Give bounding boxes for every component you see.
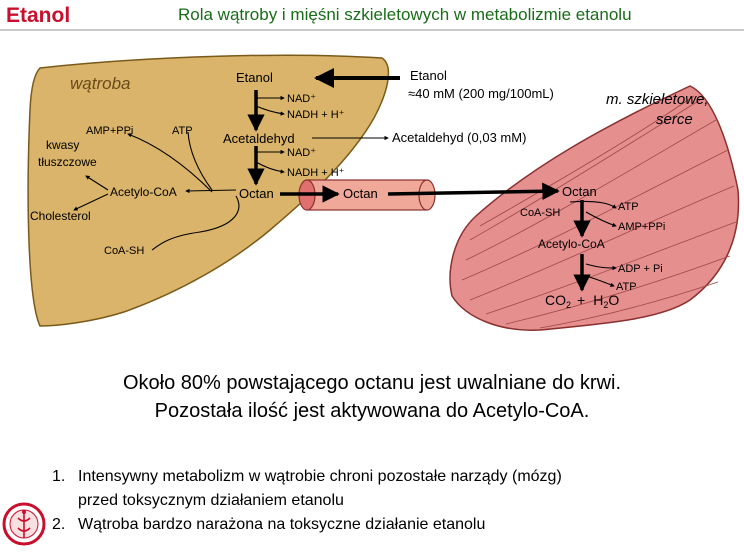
note-1-number: 1. [52, 468, 66, 485]
muscle-coa-sh: CoA-SH [520, 207, 560, 219]
muscle-shape [449, 85, 740, 331]
note-1-text: Intensywny metabolizm w wątrobie chroni … [78, 468, 562, 485]
liver-nad-1: NAD⁺ [287, 93, 316, 105]
muscle-atp-2: ATP [616, 281, 637, 293]
summary-line-2: Pozostała ilość jest aktywowana do Acety… [154, 400, 590, 422]
liver-cholesterol: Cholesterol [30, 209, 91, 223]
slide-title: Etanol [6, 4, 71, 27]
muscle-atp-1: ATP [618, 201, 639, 213]
muscle-label-line1: m. szkieletowe, [606, 91, 709, 108]
muscle-acetylo-coa: Acetylo-CoA [538, 237, 605, 251]
blood-octan: Octan [343, 186, 378, 201]
liver-coa-sh: CoA-SH [104, 245, 144, 257]
liver-nad-2: NAD⁺ [287, 147, 316, 159]
note-2-text: Wątroba bardzo narażona na toksyczne dzi… [78, 516, 486, 533]
muscle-products: CO2+H2O [545, 292, 619, 310]
liver-octan: Octan [239, 186, 274, 201]
blood-etanol: Etanol [410, 68, 447, 83]
note-2-number: 2. [52, 516, 66, 533]
blood-etanol-concentration: ≈40 mM (200 mg/100mL) [408, 86, 554, 101]
metabolism-diagram: wątroba Etanol NAD⁺ NADH + H⁺ Acetaldehy… [27, 54, 740, 331]
liver-amp-ppi: AMP+PPi [86, 125, 133, 137]
muscle-label-line2: serce [656, 111, 693, 128]
muscle-adp-pi: ADP + Pi [618, 263, 663, 275]
arrow-blood-to-muscle [387, 182, 560, 201]
liver-nadh-1: NADH + H⁺ [287, 109, 345, 121]
title-divider [0, 29, 744, 31]
liver-nadh-2: NADH + H⁺ [287, 167, 345, 179]
liver-tluszczowe: tłuszczowe [38, 155, 97, 169]
liver-acetaldehyd: Acetaldehyd [223, 131, 295, 146]
blood-acetaldehyd-concentration: Acetaldehyd (0,03 mM) [392, 130, 526, 145]
liver-label: wątroba [70, 74, 130, 93]
liver-atp: ATP [172, 125, 193, 137]
liver-acetylo-coa: Acetylo-CoA [110, 185, 177, 199]
university-seal-logo [2, 502, 46, 546]
slide-subtitle: Rola wątroby i mięśni szkieletowych w me… [178, 5, 632, 24]
note-1-continuation: przed toksycznym działaniem etanolu [78, 492, 344, 509]
summary-line-1: Około 80% powstającego octanu jest uwaln… [122, 372, 622, 394]
liver-etanol: Etanol [236, 70, 273, 85]
muscle-octan: Octan [562, 184, 597, 199]
liver-kwasy: kwasy [46, 138, 79, 152]
muscle-amp-ppi: AMP+PPi [618, 221, 665, 233]
